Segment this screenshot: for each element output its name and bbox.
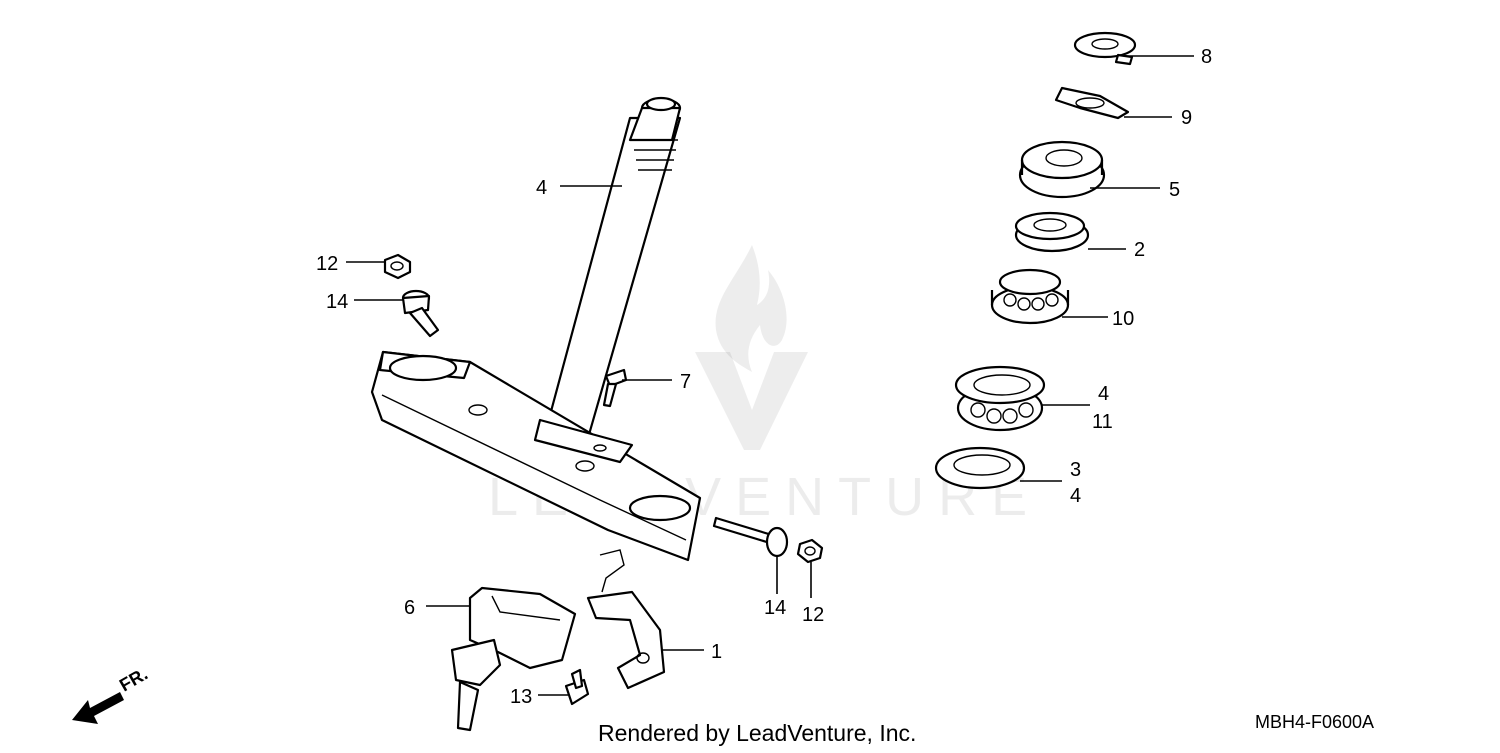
upper-bearing-10 xyxy=(990,268,1070,325)
callout-13: 13 xyxy=(510,686,532,708)
watermark-v-icon xyxy=(695,352,808,450)
callout-10: 10 xyxy=(1112,308,1134,330)
leader-lines xyxy=(346,55,1194,696)
callout-4-upper: 4 xyxy=(1098,383,1109,405)
callout-2: 2 xyxy=(1134,239,1145,261)
callout-5: 5 xyxy=(1169,179,1180,201)
dust-seal-2 xyxy=(1014,211,1090,253)
callout-14-right: 14 xyxy=(764,597,786,619)
bolt-13 xyxy=(564,668,590,706)
front-arrow-label: FR. xyxy=(116,664,151,696)
callout-12-right: 12 xyxy=(802,604,824,626)
callout-8: 8 xyxy=(1201,46,1212,68)
callout-1: 1 xyxy=(711,641,722,663)
callout-11: 11 xyxy=(1092,411,1113,433)
render-credit: Rendered by LeadVenture, Inc. xyxy=(598,720,917,746)
callout-4-lower: 4 xyxy=(1070,485,1081,507)
callout-3: 3 xyxy=(1070,459,1081,481)
bolt-right xyxy=(712,516,789,558)
dust-seal-3 xyxy=(934,446,1026,490)
nut-left xyxy=(383,253,412,280)
diagram-code: MBH4-F0600A xyxy=(1255,712,1375,732)
bracket-1 xyxy=(586,549,666,690)
bearing-adjust-nut-5 xyxy=(1018,140,1106,199)
front-direction-arrow: FR. xyxy=(72,664,151,724)
bottom-bridge xyxy=(370,350,702,562)
callout-14-left: 14 xyxy=(326,291,348,313)
callout-9: 9 xyxy=(1181,107,1192,129)
nut-right xyxy=(796,538,824,564)
ignition-switch-6 xyxy=(450,586,577,732)
callout-12-left: 12 xyxy=(316,253,338,275)
callout-7: 7 xyxy=(680,371,691,393)
callout-4-stem: 4 xyxy=(536,177,547,199)
callouts: 4 12 14 7 8 9 5 2 10 4 11 3 4 6 1 13 14 … xyxy=(316,46,1212,708)
bolt-left xyxy=(401,289,440,338)
watermark-flame-icon xyxy=(715,245,787,372)
lock-nut-8 xyxy=(1073,31,1137,66)
lower-bearing-race-11 xyxy=(954,365,1046,432)
callout-6: 6 xyxy=(404,597,415,619)
arrow-left-icon xyxy=(72,692,124,724)
lock-washer-9 xyxy=(1054,86,1130,120)
screw-7 xyxy=(602,368,628,408)
